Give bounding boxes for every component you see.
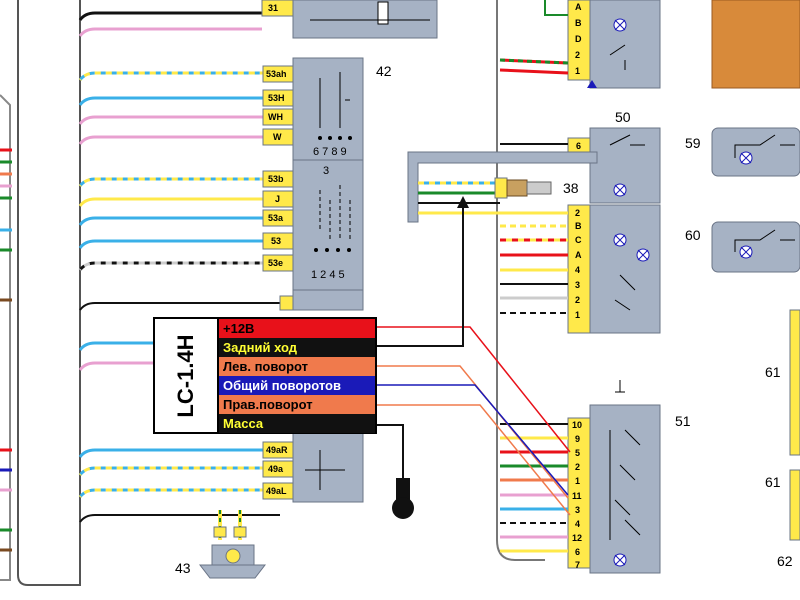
component-42-number: 42 [376, 63, 392, 79]
pin-C-mid: C [575, 235, 582, 245]
wires-top [78, 11, 262, 37]
pin-51-11: 11 [572, 491, 582, 501]
component-59-number: 59 [685, 135, 701, 151]
pin-51-3: 3 [575, 505, 580, 515]
module-title-cell: LC-1.4H [155, 319, 219, 432]
pin-51-7: 7 [575, 560, 580, 570]
pin-B: B [575, 18, 582, 28]
pin-51-2: 2 [575, 462, 580, 472]
relay-block [711, 0, 800, 89]
module-output-wires [376, 196, 571, 516]
pin-42-lower-stub [279, 295, 294, 311]
connector-top-right: A B D 2 1 [499, 0, 661, 89]
module-title: LC-1.4H [173, 333, 198, 418]
pin-6-c50: 6 [576, 141, 581, 151]
pin-D: D [575, 34, 582, 44]
pin-2-top: 2 [575, 50, 580, 60]
pin-31: 31 [268, 3, 278, 13]
row-reverse-label: Задний ход [223, 340, 298, 355]
pin-53ah: 53ah [266, 69, 287, 79]
pin-51-10: 10 [572, 420, 582, 430]
pin-2-mid-b: 2 [575, 295, 580, 305]
pin-51-12: 12 [572, 533, 582, 543]
switch-42-contacts-top: 6 7 8 9 [313, 146, 347, 158]
switch-42-panel-lower [292, 289, 364, 311]
component-38-number: 38 [563, 180, 579, 196]
component-60: 60 [685, 221, 800, 273]
ground-terminal [376, 424, 414, 519]
row-common-turn: Общий поворотов [219, 376, 375, 395]
pin-53: 53 [271, 236, 281, 246]
central-trunk [496, 0, 545, 561]
pin-53b: 53b [268, 174, 284, 184]
switch-42-bottom-pins: 49aR 49a 49aL [78, 441, 345, 523]
pin-53e: 53e [268, 258, 283, 268]
component-61-number-b: 61 [765, 474, 781, 490]
row-ground-label: Масса [223, 416, 264, 431]
sensor-38-bracket: 38 [407, 151, 598, 223]
pin-1-mid: 1 [575, 310, 580, 320]
switch-42-contacts-mid: 1 2 4 5 [311, 269, 345, 281]
component-31: 31 [261, 0, 438, 39]
left-wire-stubs [0, 148, 12, 552]
pin-J: J [275, 194, 280, 204]
pin-4-mid: 4 [575, 265, 580, 275]
pin-A-mid: A [575, 250, 582, 260]
connector-mid: 2 B C A 4 3 2 1 [500, 204, 661, 334]
wire-42-bottom [79, 302, 280, 311]
lc-module-table: LC-1.4H +12В Задний ход Лев. поворот Общ… [153, 317, 377, 434]
pin-49a: 49a [268, 464, 284, 474]
pin-2-mid: 2 [575, 208, 580, 218]
pin-3-mid: 3 [575, 280, 580, 290]
wires-mid-left [78, 341, 160, 371]
pin-51-4: 4 [575, 519, 580, 529]
pin-B-mid: B [575, 221, 582, 231]
pin-53H: 53H [268, 93, 285, 103]
row-common-turn-label: Общий поворотов [223, 378, 341, 393]
harness-trunk [17, 0, 81, 586]
row-right-turn: Прав.поворот [219, 395, 375, 414]
pin-51-6: 6 [575, 547, 580, 557]
pin-A: A [575, 2, 582, 12]
row-left-turn: Лев. поворот [219, 357, 375, 376]
pin-51-9: 9 [575, 434, 580, 444]
row-left-turn-label: Лев. поворот [223, 359, 309, 374]
pin-W: W [273, 132, 282, 142]
component-61-number-a: 61 [765, 364, 781, 380]
row-right-turn-label: Прав.поворот [223, 397, 313, 412]
pin-1-top: 1 [575, 66, 580, 76]
row-plus12v-label: +12В [223, 321, 255, 336]
switch-42-panel-bottom [292, 431, 364, 503]
component-51: 51 10 9 5 2 1 11 3 4 12 6 7 [500, 380, 691, 574]
pin-49aR: 49aR [266, 445, 288, 455]
switch-42-mid-pins: 3 53b J 53a 53 53e 1 2 4 5 [78, 159, 363, 281]
component-51-number: 51 [675, 413, 691, 429]
component-50: 50 6 [500, 109, 661, 204]
harness-outline [0, 94, 11, 581]
switch-42-top-pins: 53ah 53H WH W 6 7 8 9 [78, 65, 352, 158]
component-59: 59 [685, 127, 800, 177]
pin-49aL: 49aL [266, 486, 287, 496]
component-50-number: 50 [615, 109, 631, 125]
component-43: 43 [175, 510, 267, 579]
component-60-number: 60 [685, 227, 701, 243]
row-reverse: Задний ход [219, 338, 375, 357]
row-plus12v: +12В [219, 319, 375, 338]
component-43-number: 43 [175, 560, 191, 576]
component-61-62: 61 61 62 [765, 309, 800, 569]
pin-51-1: 1 [575, 476, 580, 486]
component-62-number: 62 [777, 553, 793, 569]
pin-53a: 53a [268, 213, 284, 223]
row-ground: Масса [219, 414, 375, 433]
pin-51-5: 5 [575, 448, 580, 458]
pin-WH: WH [268, 112, 283, 122]
switch-42-index: 3 [323, 165, 329, 177]
